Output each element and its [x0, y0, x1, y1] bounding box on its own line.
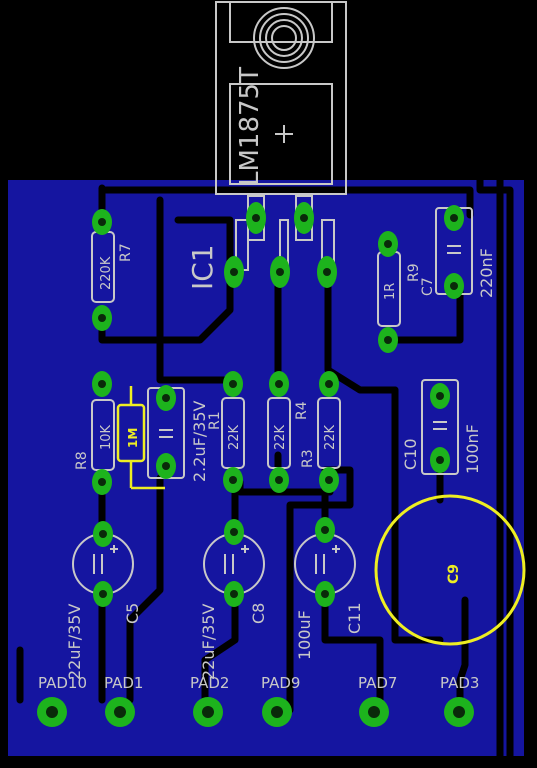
- via-pad: [430, 383, 450, 409]
- connector-pads: [37, 697, 474, 727]
- pad-label-pad3: PAD3: [440, 674, 479, 692]
- pad-pad1: [105, 697, 135, 727]
- resistor-r8-designator: R8: [74, 451, 90, 470]
- capacitor-mid-value: 2.2uF/35V: [190, 400, 209, 482]
- pad-pad9: [262, 697, 292, 727]
- capacitor-c10-body: [421, 379, 459, 475]
- via-pad: [93, 521, 113, 547]
- capacitor-c10-symbol: [433, 421, 447, 430]
- via-pad: [92, 371, 112, 397]
- capacitor-c7-designator: C7: [420, 277, 436, 296]
- via-pad: [430, 447, 450, 473]
- capacitor-c8-value: 22uF/35V: [199, 604, 218, 680]
- capacitor-c7-value: 220nF: [477, 248, 496, 298]
- via-pad: [92, 305, 112, 331]
- resistor-r4-designator: R4: [294, 401, 310, 420]
- pad-label-pad1: PAD1: [104, 674, 143, 692]
- resistor-r7-value: 220K: [99, 256, 114, 290]
- capacitor-mid-symbol: [159, 429, 173, 438]
- pad-pad7: [359, 697, 389, 727]
- capacitor-c8-designator: C8: [249, 603, 268, 624]
- via-pad: [315, 517, 335, 543]
- via-pad: [444, 205, 464, 231]
- resistor-r4-value: 22K: [273, 424, 288, 450]
- capacitor-c11-designator: C11: [345, 602, 364, 634]
- ic-pin-pad: [270, 256, 290, 288]
- pad-label-pad10: PAD10: [38, 674, 87, 692]
- pad-pad3: [444, 697, 474, 727]
- pad-pad10: [37, 697, 67, 727]
- resistor-r8-value: 10K: [99, 424, 114, 450]
- pad-label-pad9: PAD9: [261, 674, 300, 692]
- via-pad: [223, 467, 243, 493]
- component-pads: [92, 205, 464, 607]
- via-pad: [156, 385, 176, 411]
- pad-pad2: [193, 697, 223, 727]
- via-pad: [315, 581, 335, 607]
- via-pad: [378, 231, 398, 257]
- capacitor-c7-symbol: [447, 245, 461, 254]
- ic-designator-label: IC1: [186, 244, 219, 290]
- via-pad: [224, 581, 244, 607]
- via-pad: [269, 371, 289, 397]
- capacitor-c5-value: 22uF/35V: [65, 604, 84, 680]
- via-pad: [156, 453, 176, 479]
- resistor-22k-a-value: 22K: [227, 424, 242, 450]
- mounting-hole: [253, 7, 315, 69]
- via-pad: [378, 327, 398, 353]
- capacitor-c11-value: 100uF: [295, 610, 314, 660]
- via-pad: [319, 371, 339, 397]
- capacitor-c10-value: 100nF: [463, 424, 482, 474]
- ic-pin-pad: [317, 256, 337, 288]
- capacitor-c9-highlight: [374, 494, 526, 646]
- resistor-r1-highlight: [116, 386, 165, 490]
- ic-pin-pad: [246, 202, 266, 234]
- capacitor-c10-designator: C10: [401, 438, 420, 470]
- resistor-r9-designator: R9: [406, 263, 422, 282]
- via-pad: [92, 469, 112, 495]
- pad-label-pad7: PAD7: [358, 674, 397, 692]
- resistor-r3-designator: R3: [300, 449, 316, 468]
- capacitor-c5-designator: C5: [123, 603, 142, 624]
- ic-pin-pad: [224, 256, 244, 288]
- via-pad: [444, 273, 464, 299]
- capacitor-c9-designator: C9: [446, 564, 462, 584]
- resistor-r7-designator: R7: [118, 243, 134, 262]
- resistor-r1-designator: R1: [207, 411, 223, 430]
- via-pad: [93, 581, 113, 607]
- ic-lm1875t: [215, 1, 347, 195]
- via-pad: [223, 371, 243, 397]
- via-pad: [224, 519, 244, 545]
- via-pad: [269, 467, 289, 493]
- resistor-r3-value: 22K: [323, 424, 338, 450]
- ic-name-label: LM1875T: [235, 67, 265, 186]
- pad-label-pad2: PAD2: [190, 674, 229, 692]
- via-pad: [319, 467, 339, 493]
- ic-pin-pad: [294, 202, 314, 234]
- resistor-r9-value: 1R: [383, 283, 398, 300]
- resistor-r1-value: 1M: [126, 428, 140, 448]
- ic-pin-pads: [224, 202, 337, 288]
- via-pad: [92, 209, 112, 235]
